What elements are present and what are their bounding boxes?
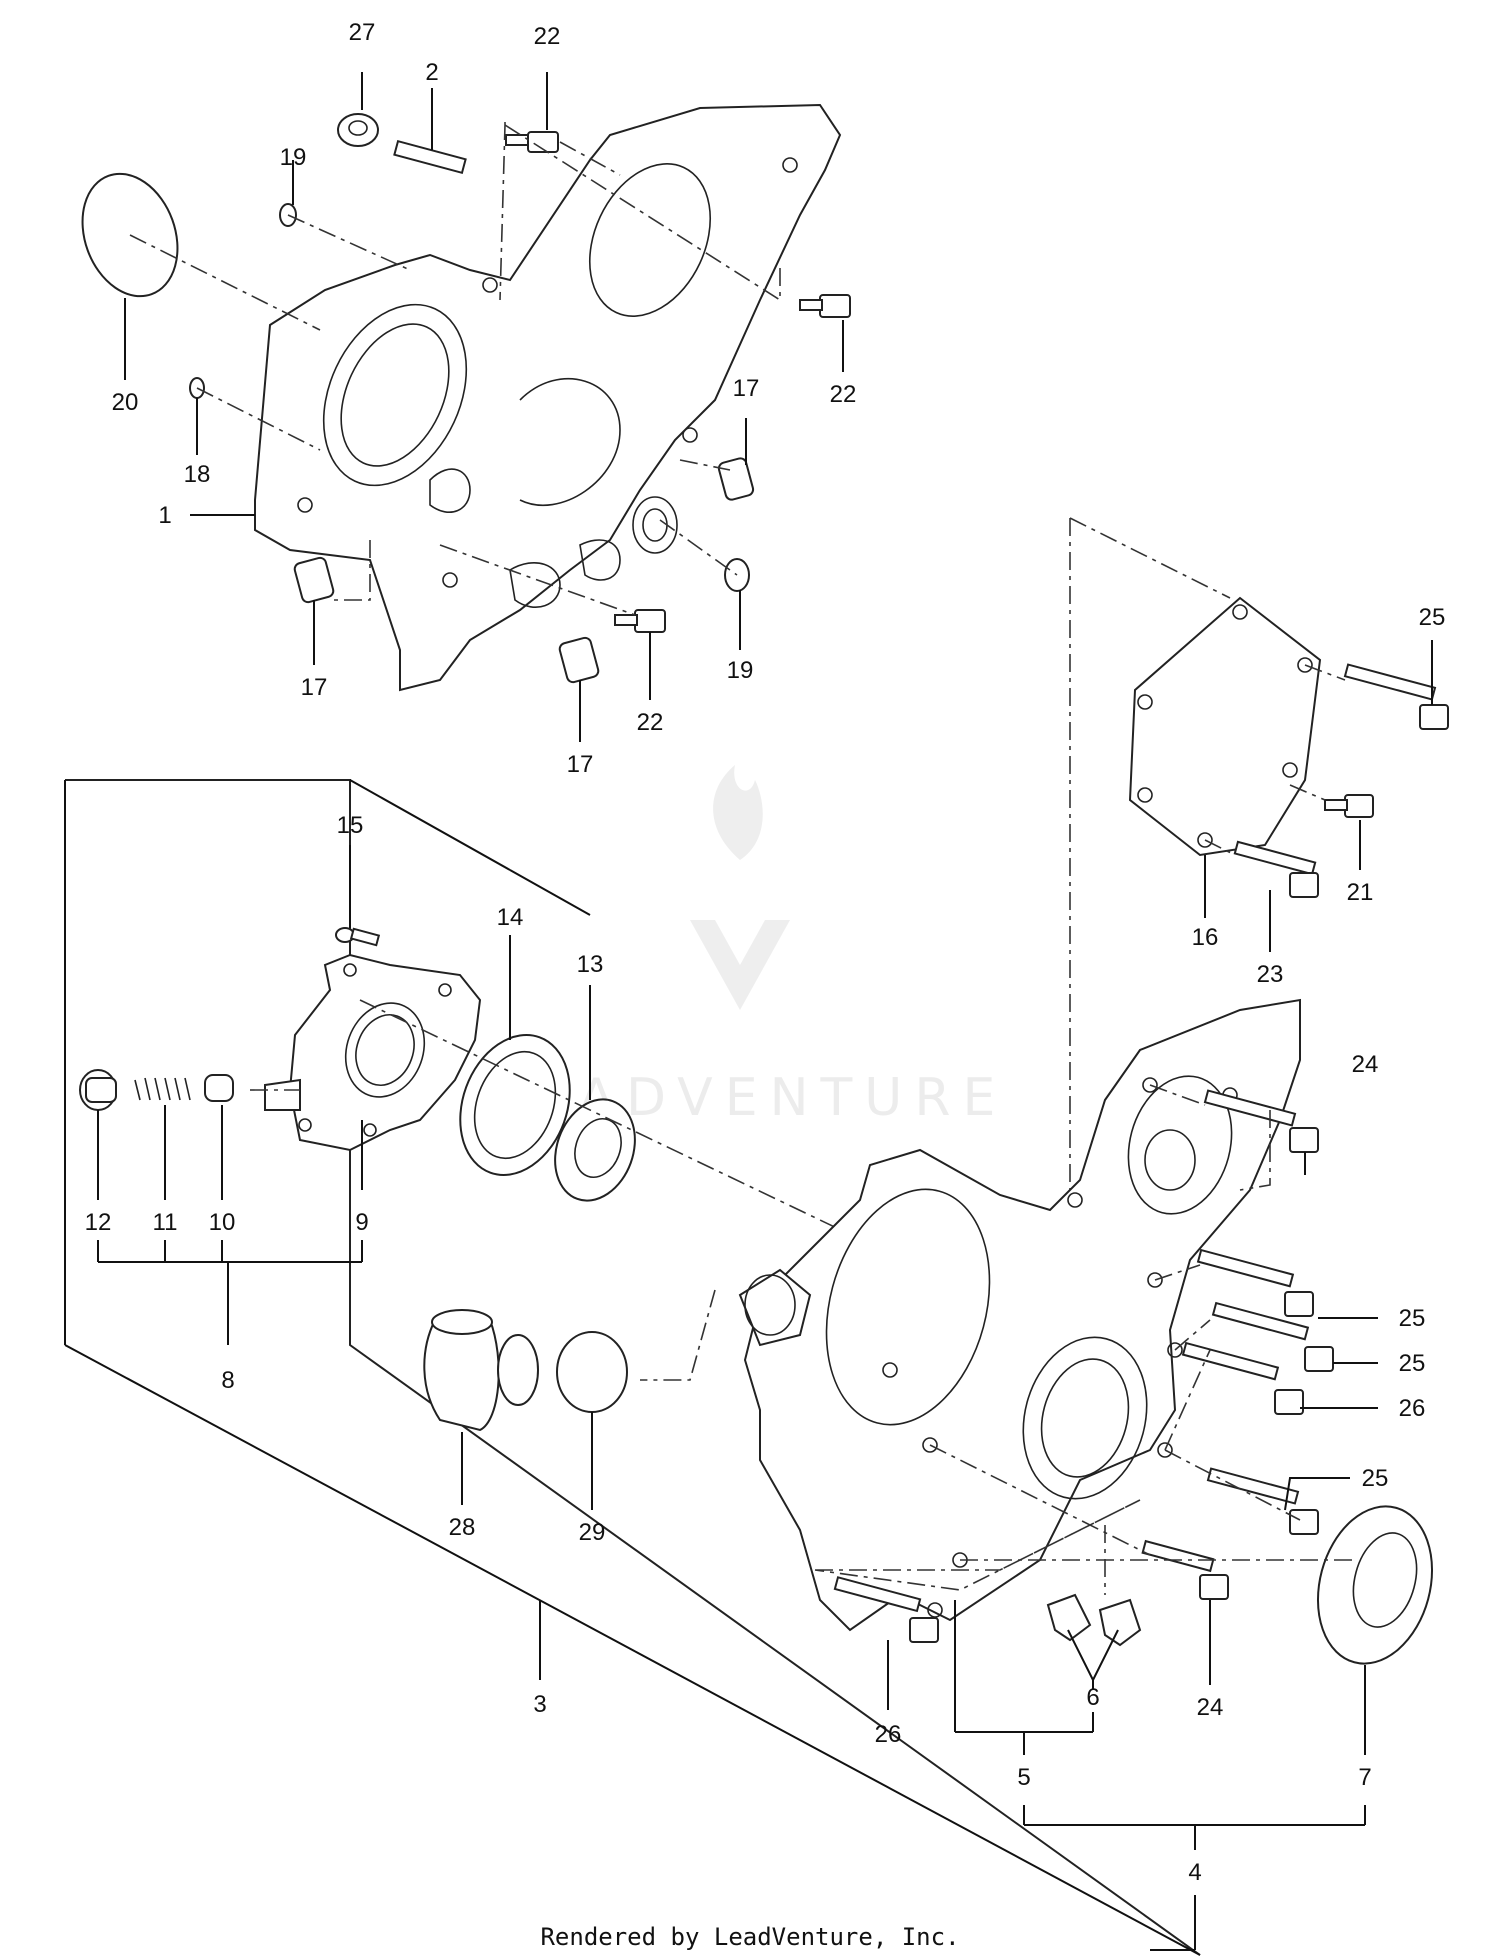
filter-cap-28 [423, 1309, 539, 1432]
right-plate-centre-lines [1069, 517, 1346, 1210]
right-plate-leaders [1204, 640, 1433, 952]
callout-16: 16 [1192, 924, 1219, 951]
nut-27 [337, 113, 379, 147]
callout-19: 19 [727, 657, 754, 684]
callout-10: 10 [209, 1209, 236, 1236]
callout-28: 28 [449, 1514, 476, 1541]
lower-bolts [833, 1089, 1334, 1643]
upper-leaders [124, 72, 844, 742]
callout-11: 11 [153, 1209, 178, 1236]
outer-rotor-14 [459, 1034, 571, 1176]
callout-6: 6 [1086, 1684, 1099, 1711]
inner-rotor-13 [554, 1098, 636, 1202]
callout-25: 25 [1399, 1305, 1426, 1332]
callout-18: 18 [184, 461, 211, 488]
callout-23: 23 [1257, 961, 1284, 988]
bolts-right-plate [1233, 663, 1449, 898]
callout-5: 5 [1017, 1764, 1030, 1791]
callout-21: 21 [1347, 879, 1374, 906]
callout-19: 19 [280, 144, 307, 171]
callout-15: 15 [337, 812, 364, 839]
bolt-22-right [799, 294, 851, 318]
callout-12: 12 [85, 1209, 112, 1236]
callout-25: 25 [1362, 1465, 1389, 1492]
plugs-6 [1046, 1593, 1142, 1647]
oil-pump-leaders [97, 845, 1051, 1345]
o-ring-29 [556, 1331, 628, 1413]
leadventure-logo-watermark: LEADVENTURE [493, 765, 995, 1128]
lower-leaders [461, 1152, 1378, 1951]
oil-seal-7 [1316, 1505, 1434, 1665]
callout-14: 14 [497, 904, 524, 931]
callout-27: 27 [349, 19, 376, 46]
stud-2 [393, 139, 467, 175]
callout-9: 9 [355, 1209, 368, 1236]
callout-2: 2 [425, 59, 438, 86]
callout-17: 17 [733, 375, 760, 402]
callout-20: 20 [112, 389, 139, 416]
cover-plate-16 [1128, 596, 1322, 857]
bolt-22-top [505, 131, 559, 153]
callout-7: 7 [1358, 1764, 1371, 1791]
callout-22: 22 [830, 381, 857, 408]
pump-screw-15 [335, 927, 381, 947]
callout-labels: 27 2 22 19 20 22 18 17 1 17 22 19 17 25 … [85, 19, 1446, 1886]
callout-25: 25 [1419, 604, 1446, 631]
callout-22: 22 [534, 23, 561, 50]
callout-29: 29 [579, 1519, 606, 1546]
timing-cover-upper [254, 103, 842, 692]
bolt-22-lower [614, 609, 666, 633]
callout-26: 26 [875, 1721, 902, 1748]
lower-centre-lines [640, 1084, 1355, 1595]
callout-3: 3 [533, 1691, 546, 1718]
callout-1: 1 [158, 502, 171, 529]
callout-4: 4 [1188, 1859, 1201, 1886]
callout-17: 17 [567, 751, 594, 778]
callout-25: 25 [1399, 1350, 1426, 1377]
footer-credit: Rendered by LeadVenture, Inc. [540, 1923, 959, 1951]
upper-centre-lines [129, 122, 781, 616]
callout-24: 24 [1197, 1694, 1224, 1721]
callout-17: 17 [301, 674, 328, 701]
callout-26: 26 [1399, 1395, 1426, 1422]
callout-24: 24 [1352, 1051, 1379, 1078]
relief-valve-parts [79, 1069, 234, 1111]
callout-22: 22 [637, 709, 664, 736]
oil-pump-body-9 [264, 953, 482, 1152]
callout-13: 13 [577, 951, 604, 978]
callout-8: 8 [221, 1367, 234, 1394]
